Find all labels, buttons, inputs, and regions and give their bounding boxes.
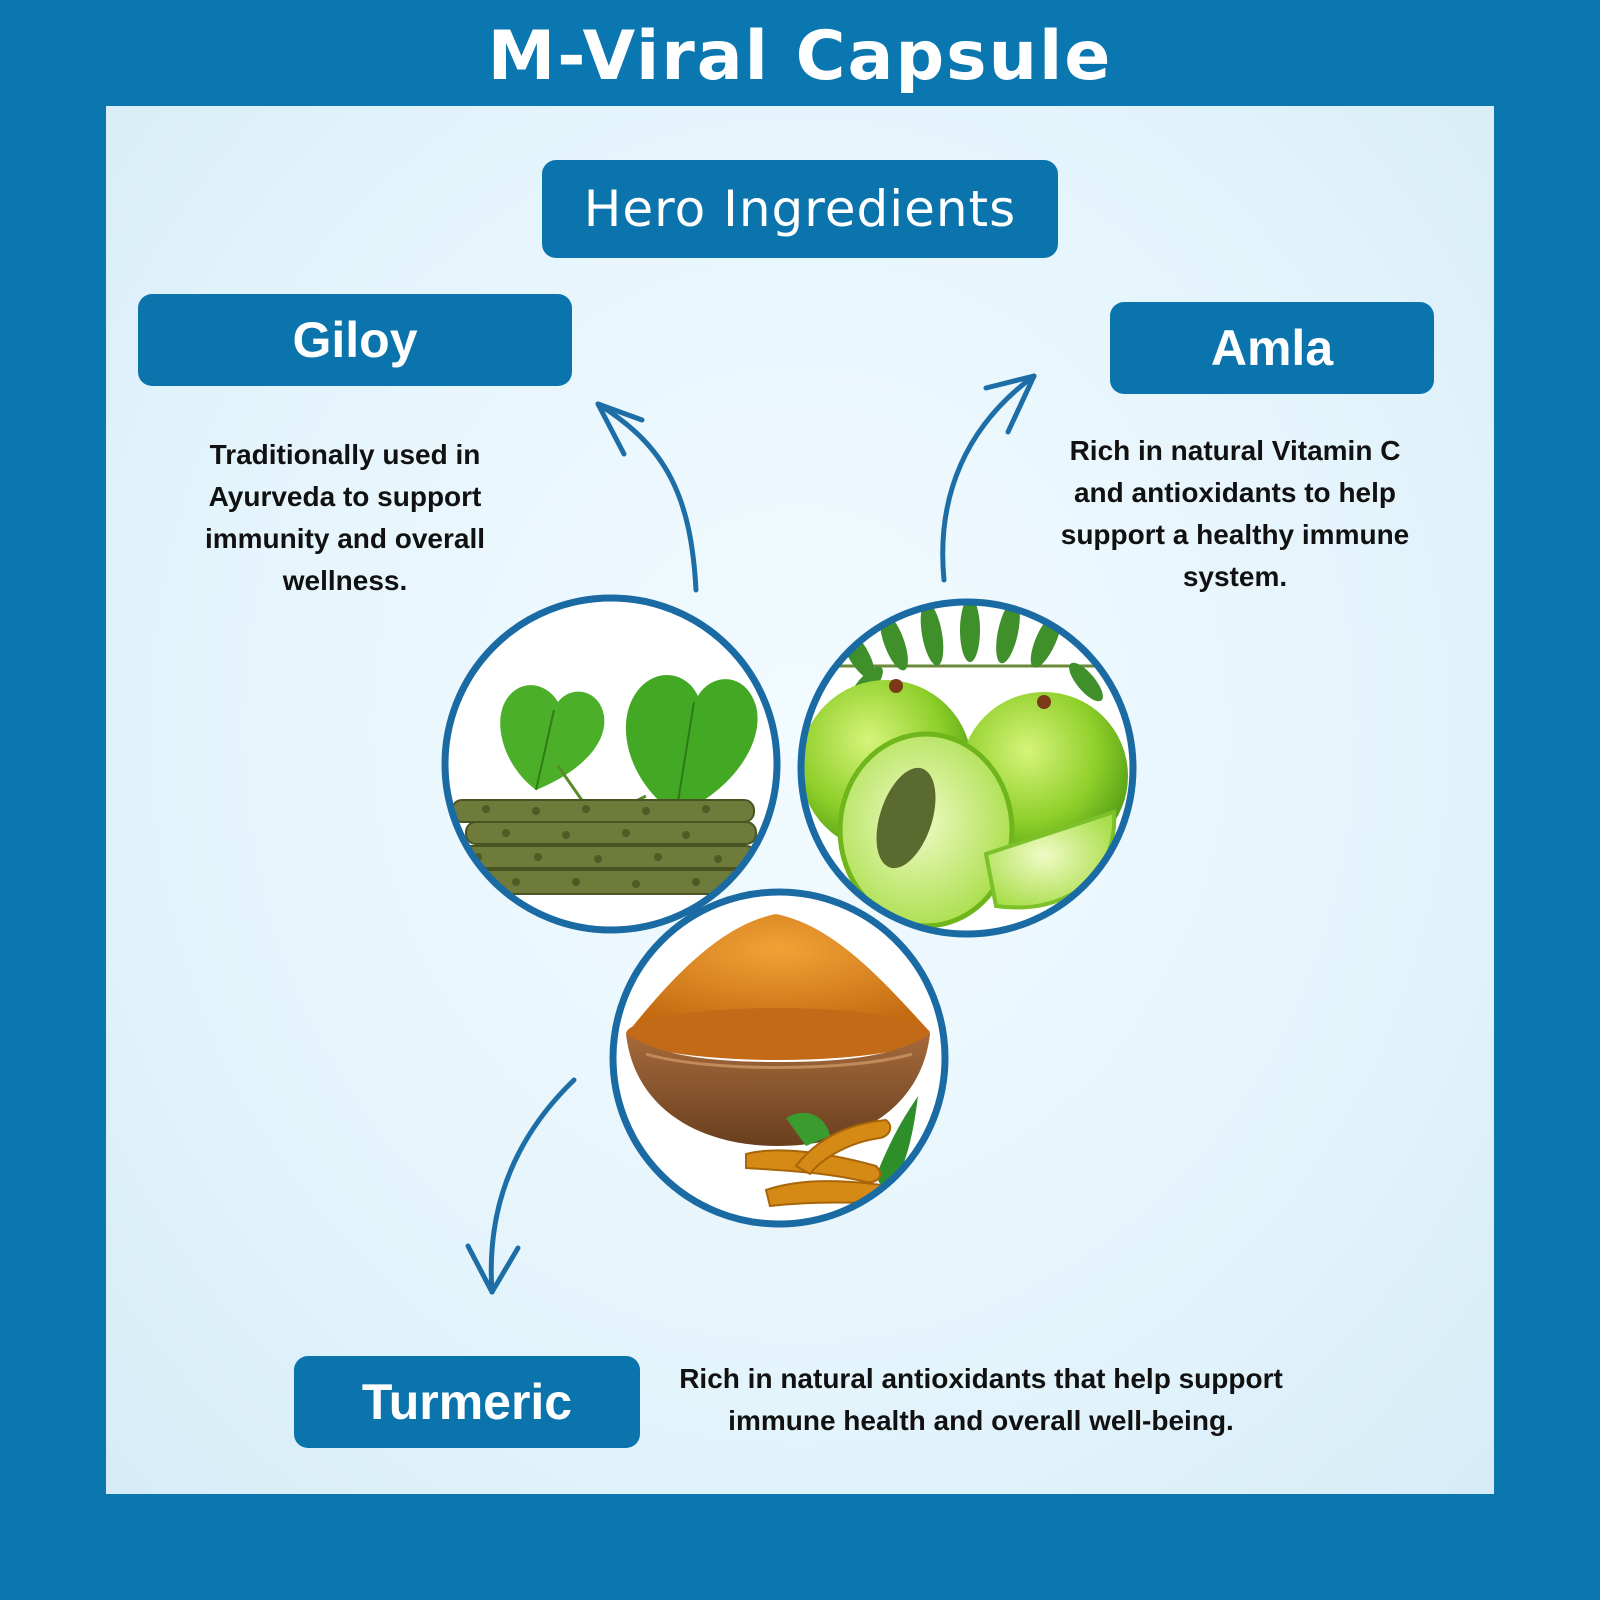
arrow-to-giloy — [595, 401, 699, 593]
turmeric-label: Turmeric — [294, 1356, 640, 1448]
giloy-image — [447, 600, 775, 928]
amla-label: Amla — [1110, 302, 1434, 394]
turmeric-circle-border — [609, 888, 949, 1228]
giloy-description: Traditionally used in Ayurveda to suppor… — [204, 439, 486, 596]
page-title: M-Viral Capsule — [487, 17, 1113, 96]
arrow-to-amla — [940, 373, 1037, 583]
amla-image — [803, 604, 1131, 932]
ingredient-illustration — [441, 373, 1137, 1295]
hero-ingredients-heading: Hero Ingredients — [542, 160, 1058, 258]
arrow-to-turmeric — [465, 1077, 577, 1295]
turmeric-image — [615, 894, 943, 1222]
turmeric-description: Rich in natural antioxidants that help s… — [679, 1363, 1283, 1436]
giloy-label: Giloy — [138, 294, 572, 386]
content-panel: Hero Ingredients Giloy Traditionally use… — [106, 106, 1494, 1494]
amla-circle-border — [797, 598, 1137, 938]
amla-description: Rich in natural Vitamin C and antioxidan… — [1060, 435, 1410, 592]
giloy-circle-border — [441, 594, 781, 934]
